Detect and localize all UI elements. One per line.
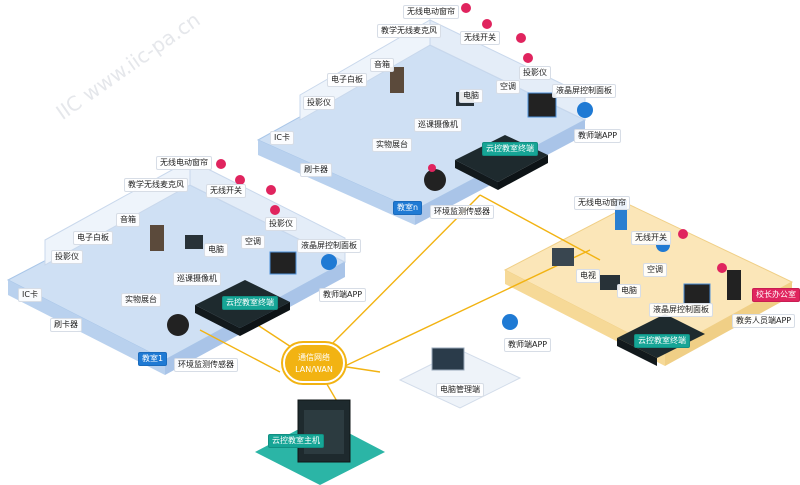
room-1-env-sensor-label: 环境监测传感器 <box>174 358 238 372</box>
room-1-wireless-switch-label: 无线开关 <box>206 184 246 198</box>
host-label: 云控教室主机 <box>268 434 324 448</box>
room-n-wireless-mic-label: 教学无线麦克风 <box>377 24 441 38</box>
room-n-wireless-switch-label: 无线开关 <box>460 31 500 45</box>
office-computer-label: 电脑 <box>617 284 641 298</box>
office-floor-right <box>665 282 792 366</box>
wireless-markers <box>216 3 727 273</box>
room-1-proj-device-label: 投影仪 <box>51 250 83 264</box>
room-1-aircond-label: 空调 <box>241 235 265 249</box>
network-links <box>199 194 601 416</box>
pc-mgmt-label: 电脑管理端 <box>436 383 484 397</box>
office-aircond-label: 空调 <box>643 263 667 277</box>
office-wireless-switch-label: 无线开关 <box>631 231 671 245</box>
room-n-camera-label: 巡课摄像机 <box>414 118 462 132</box>
room-n-card-reader-label: 刷卡器 <box>300 163 332 177</box>
host-device <box>297 399 351 463</box>
room-1-tag: 教室1 <box>138 352 168 366</box>
room-1-speaker-label: 音箱 <box>116 213 140 227</box>
office-staff-app-label: 教务人员端APP <box>732 314 796 328</box>
room-n-teacher-app-label: 教师端APP <box>574 129 622 143</box>
room-1-wireless-mic-label: 教学无线麦克风 <box>124 178 188 192</box>
office-lcd-panel-label: 液晶屏控制面板 <box>649 303 713 317</box>
room-n-tag: 教室n <box>393 201 423 215</box>
room-1-card-reader-label: 刷卡器 <box>50 318 82 332</box>
room-n-podium-label: 实物展台 <box>372 138 412 152</box>
room-n-aircond-label: 空调 <box>496 80 520 94</box>
room-1-terminal-label: 云控教室终端 <box>222 296 278 310</box>
room-1-podium-label: 实物展台 <box>121 293 161 307</box>
room-1-lcd-panel-label: 液晶屏控制面板 <box>297 239 361 253</box>
room-1-computer-label: 电脑 <box>204 243 228 257</box>
room-n-projector-label: 投影仪 <box>519 66 551 80</box>
room-1-wireless-curtain-label: 无线电动窗帘 <box>156 156 212 170</box>
room-1-teacher-app-label: 教师端APP <box>319 288 367 302</box>
room-1-camera-label: 巡课摄像机 <box>173 272 221 286</box>
room-n-env-sensor-label: 环境监测传感器 <box>430 205 494 219</box>
room-n-proj-device-label: 投影仪 <box>303 96 335 110</box>
center-teacher-app-label: 教师端APP <box>504 338 552 352</box>
room-1-floor-lower <box>8 280 165 375</box>
office-tag: 校长办公室 <box>752 288 800 302</box>
network-title: 通信网络 <box>298 353 330 362</box>
room-1-ic-card-label: IC卡 <box>18 288 42 302</box>
network-hub: 通信网络 LAN/WAN <box>283 343 345 383</box>
room-n-ebb-label: 电子白板 <box>327 73 367 87</box>
room-1-ebb-label: 电子白板 <box>73 231 113 245</box>
office-terminal-label: 云控教室终端 <box>634 334 690 348</box>
device-glyphs <box>150 67 741 371</box>
network-subtitle: LAN/WAN <box>295 365 333 374</box>
room-n-wireless-curtain-label: 无线电动窗帘 <box>403 5 459 19</box>
room-n-floor-lower <box>258 140 415 225</box>
room-n-lcd-panel-label: 液晶屏控制面板 <box>552 84 616 98</box>
office-tv-label: 电视 <box>576 269 600 283</box>
room-n-ic-card-label: IC卡 <box>270 131 294 145</box>
room-1-projector-label: 投影仪 <box>265 217 297 231</box>
office-wireless-curtain-label: 无线电动窗帘 <box>574 196 630 210</box>
room-n-terminal-label: 云控教室终端 <box>482 142 538 156</box>
room-n-speaker-label: 音箱 <box>370 58 394 72</box>
room-n-computer-label: 电脑 <box>459 89 483 103</box>
